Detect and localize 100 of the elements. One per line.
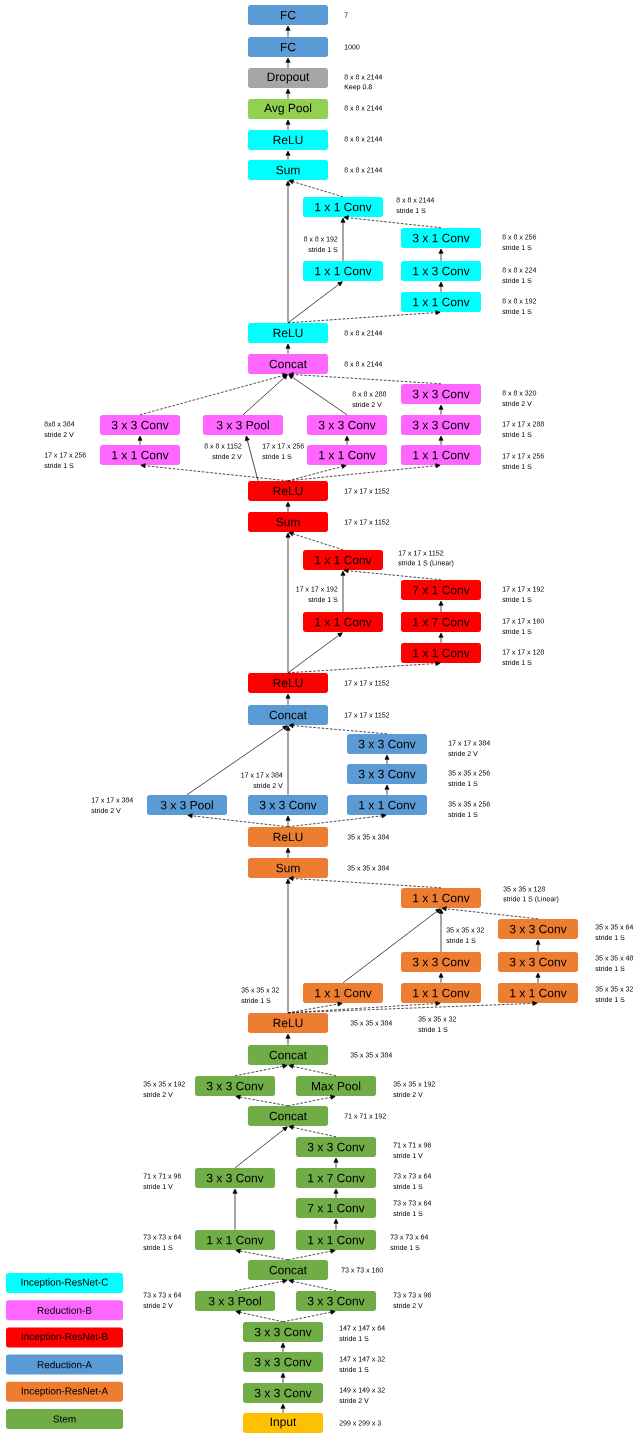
arrow (285, 725, 291, 796)
layer-box: Sum (248, 858, 328, 878)
dashed-arrow (288, 531, 344, 551)
arrow (285, 815, 291, 828)
dashed-arrow (287, 1094, 336, 1107)
arrow (287, 632, 343, 674)
arrow (285, 150, 291, 161)
layer-box: 3 x 3 Conv (401, 384, 481, 404)
layer-box: 3 x 3 Pool (195, 1291, 275, 1311)
layer-box: FC (248, 37, 328, 57)
layer-box: 3 x 3 Conv (401, 952, 481, 972)
arrow (384, 754, 390, 765)
layer-box: 3 x 3 Pool (147, 795, 227, 815)
layer-box: Sum (248, 512, 328, 532)
arrow (340, 217, 346, 262)
layer-box: 1 x 1 Conv (303, 261, 383, 281)
dashed-arrow (235, 1248, 289, 1261)
layer-box: ReLU (248, 1013, 328, 1033)
layer-box: 3 x 3 Conv (100, 415, 180, 435)
dashed-arrow (441, 906, 539, 920)
layer-box: Avg Pool (248, 99, 328, 119)
dashed-arrow (288, 723, 388, 735)
arrow (280, 1342, 286, 1353)
layer-box: ReLU (248, 323, 328, 343)
dashed-arrow (287, 310, 441, 324)
layer-box: 1 x 1 Conv (296, 1230, 376, 1250)
layer-box: 3 x 3 Conv (307, 415, 387, 435)
layer-box: 3 x 3 Conv (296, 1291, 376, 1311)
layer-box: 3 x 3 Conv (243, 1383, 323, 1403)
dashed-arrow (288, 179, 344, 198)
layer-box: Concat (248, 705, 328, 725)
layer-box: 3 x 3 Pool (203, 415, 283, 435)
arrow (438, 972, 444, 984)
arrow (285, 532, 291, 674)
layer-box: 1 x 1 Conv (498, 983, 578, 1003)
arrow (438, 281, 444, 293)
arrow (342, 908, 441, 984)
layer-box: 3 x 3 Conv (248, 795, 328, 815)
dashed-arrow (287, 463, 441, 482)
layer-box: Concat (248, 354, 328, 374)
layer-box: Concat (248, 1106, 328, 1126)
layer-box: 3 x 3 Conv (498, 919, 578, 939)
arrow (232, 1188, 238, 1231)
dashed-arrow (234, 1278, 288, 1292)
layer-box: 3 x 3 Conv (195, 1076, 275, 1096)
dashed-arrow (288, 876, 442, 889)
dashed-arrow (287, 1248, 336, 1261)
arrow (245, 435, 259, 482)
layer-box: 1 x 1 Conv (100, 445, 180, 465)
arrow (535, 972, 541, 984)
layer-box: Input (243, 1413, 323, 1433)
arrow (285, 88, 291, 100)
arrow (285, 878, 291, 1014)
arrow (285, 501, 291, 513)
arrow (333, 1218, 339, 1231)
layer-box: 1 x 1 Conv (307, 445, 387, 465)
layer-box: Concat (248, 1260, 328, 1280)
arrow (287, 281, 343, 324)
layer-box: 3 x 3 Conv (243, 1352, 323, 1372)
layer-box: Concat (248, 1045, 328, 1065)
layer-box: 1 x 1 Conv (303, 612, 383, 632)
legend-key: Inception-ResNet-A (6, 1381, 123, 1402)
layer-box: 1 x 3 Conv (401, 261, 481, 281)
dashed-arrow (288, 1279, 337, 1292)
layer-box: 1 x 1 Conv (401, 983, 481, 1003)
layer-box: Sum (248, 160, 328, 180)
layer-box: 1 x 1 Conv (401, 888, 481, 908)
layer-box: 1 x 1 Conv (401, 292, 481, 312)
layer-box: 1 x 1 Conv (303, 983, 383, 1003)
dashed-arrow (287, 1001, 538, 1014)
arrow (280, 1372, 286, 1384)
arrow (285, 343, 291, 355)
layer-box: FC (248, 5, 328, 25)
legend-key: Reduction-A (6, 1354, 123, 1375)
layer-box: 1 x 1 Conv (401, 445, 481, 465)
layer-box: ReLU (248, 130, 328, 150)
layer-box: 3 x 3 Conv (347, 764, 427, 784)
layer-box: 7 x 1 Conv (296, 1198, 376, 1218)
arrow (137, 435, 143, 446)
legend-key: Reduction-B (6, 1300, 123, 1321)
layer-box: 1 x 1 Conv (303, 197, 383, 217)
arrow (438, 600, 444, 613)
dashed-arrow (235, 1094, 289, 1107)
legend-key: Stem (6, 1409, 123, 1429)
arrow (438, 404, 444, 416)
layer-box: 3 x 3 Conv (195, 1168, 275, 1188)
dashed-arrow (282, 1309, 336, 1323)
dashed-arrow (287, 661, 441, 674)
dashed-arrow (187, 813, 289, 828)
arrow (438, 248, 444, 262)
layer-box: 1 x 1 Conv (195, 1230, 275, 1250)
dashed-arrow (235, 1310, 284, 1323)
arrow (333, 1188, 339, 1199)
arrow (186, 725, 288, 796)
dashed-arrow (287, 813, 387, 828)
arrow (438, 908, 444, 953)
arrow (344, 435, 350, 446)
arrow (242, 374, 288, 416)
layer-box: 1 x 7 Conv (296, 1168, 376, 1188)
layer-box: 3 x 3 Conv (401, 415, 481, 435)
